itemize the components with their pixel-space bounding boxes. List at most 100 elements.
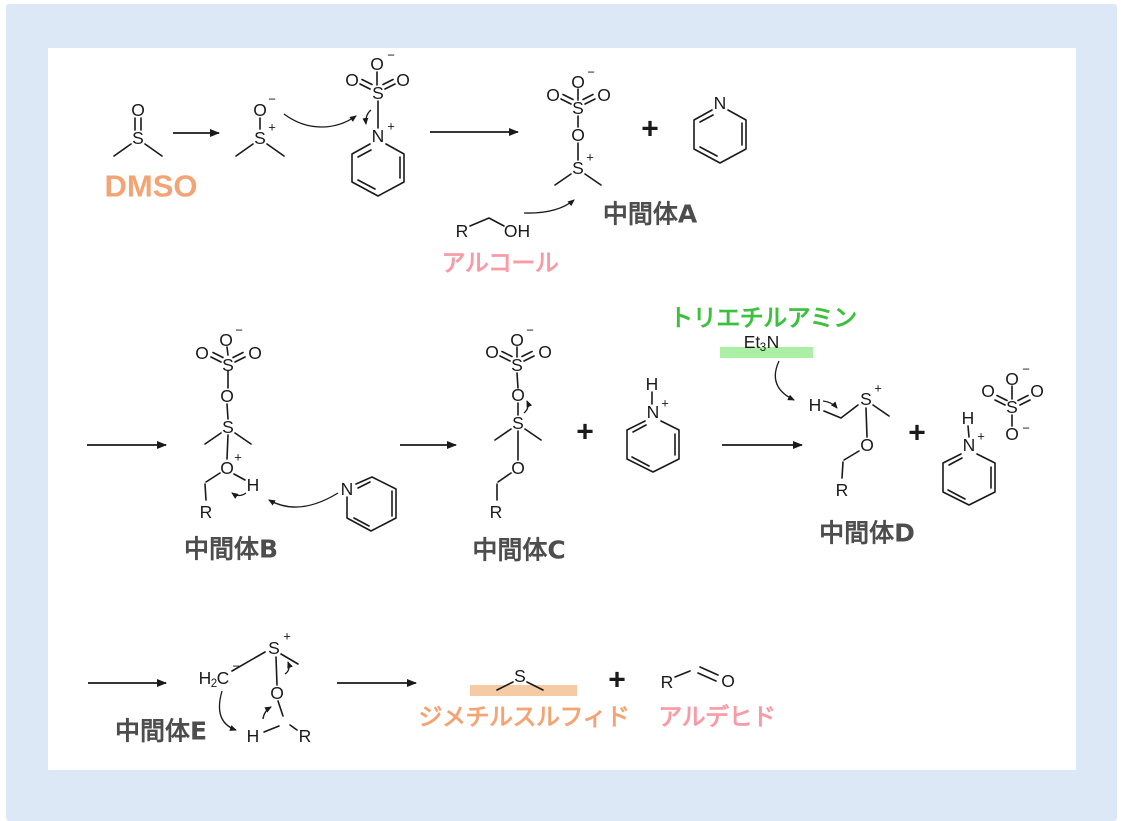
curved-arrow-alcohol-to-sulfonium: [523, 199, 575, 214]
bonds: [496, 472, 512, 501]
ring-double-bonds: [353, 481, 393, 527]
oxygen-atom: O: [220, 386, 234, 406]
bonds: [235, 117, 285, 157]
oxygen-atom: O: [131, 100, 145, 120]
triethylamine-reagent: トリエチルアミン Et 3 N: [669, 304, 857, 401]
so3-pyridine-complex: O − O O S N +: [345, 48, 410, 197]
intermediate-d-structure: H S + O R 中間体D: [809, 381, 915, 548]
bonds: [496, 681, 544, 691]
oxygen-atom: O: [510, 330, 524, 350]
h2c-c: C: [217, 668, 230, 688]
oxygen-atom: O: [546, 85, 560, 105]
pyridinium-structure: H N +: [626, 374, 680, 473]
ring-double-bonds: [699, 114, 743, 157]
curved-arrow-so-bond-breaking: [523, 400, 533, 414]
plus-sign: +: [908, 417, 926, 450]
bonds: [560, 88, 596, 128]
aldehyde-structure: R O アルデヒド: [658, 666, 776, 731]
bonds: [359, 71, 396, 129]
bonds: [823, 404, 890, 438]
bonds: [554, 142, 602, 186]
oxygen-atom: O: [219, 330, 233, 350]
et3n-formula-et: Et: [744, 332, 761, 352]
minus-charge: −: [1022, 362, 1030, 377]
sulfur-atom: S: [372, 83, 384, 103]
h2c-sub2: 2: [211, 678, 217, 690]
bonds: [494, 402, 542, 461]
dmso-label: DMSO: [105, 169, 198, 204]
intermediate-e-label: 中間体E: [115, 717, 207, 746]
sulfur-atom: S: [132, 128, 144, 148]
oxygen-atom: O: [195, 343, 209, 363]
sulfur-atom: S: [572, 98, 584, 118]
minus-charge: −: [587, 65, 595, 80]
pyridine-structure: N: [693, 93, 747, 164]
pyridine-ring: [351, 143, 405, 197]
sulfur-atom: S: [222, 355, 234, 375]
oxygen-atom: O: [538, 342, 552, 362]
oxygen-atom: O: [253, 100, 267, 120]
intermediate-c-label: 中間体C: [472, 536, 565, 565]
plus-charge: +: [387, 119, 395, 134]
sulfur-atom: S: [222, 417, 234, 437]
et3n-formula-n: N: [767, 332, 780, 352]
minus-charge: −: [526, 323, 534, 338]
curved-arrow-pyridine-to-proton: [268, 492, 339, 508]
r-group: R: [200, 502, 213, 522]
minus-charge: −: [1022, 421, 1030, 436]
intermediate-c-structure: O − O O S O S O R 中間体C: [472, 323, 565, 565]
oxygen-atom: O: [396, 70, 410, 90]
r-group: R: [490, 502, 503, 522]
oxygen-atom: O: [1005, 369, 1019, 389]
r-group: R: [299, 726, 312, 746]
nitrogen-atom: N: [714, 93, 727, 113]
curved-arrow-oxide-to-sulfur: [283, 113, 357, 128]
bonds: [841, 450, 860, 479]
minus-charge: −: [387, 48, 395, 63]
plus-sign: +: [641, 113, 659, 146]
bonds: [263, 700, 298, 733]
nitrogen-atom: N: [372, 126, 385, 146]
sulfur-atom: S: [511, 355, 523, 375]
hydrogen-atom: H: [247, 475, 260, 495]
dimethyl-sulfide-label: ジメチルスルフィド: [418, 703, 629, 731]
hydrogen-atom: H: [247, 726, 260, 746]
pyridine-ring: [693, 109, 747, 164]
sulfur-atom: S: [860, 389, 872, 409]
sulfur-atom: S: [572, 158, 584, 178]
intermediate-a-label: 中間体A: [603, 200, 698, 229]
oxygen-atom: O: [511, 458, 525, 478]
bonds: [210, 346, 246, 389]
curved-arrow-amine-to-proton: [774, 360, 795, 401]
oxygen-atom: O: [571, 125, 585, 145]
plus-charge: +: [977, 429, 985, 444]
intermediate-b-label: 中間体B: [184, 535, 278, 564]
plus-charge: +: [283, 629, 291, 644]
sulfur-atom: S: [514, 666, 526, 686]
plus-charge: +: [234, 450, 242, 465]
bonds: [469, 217, 505, 227]
et3n-formula-sub3: 3: [760, 342, 766, 354]
alcohol-label: アルコール: [442, 249, 559, 277]
sulfur-atom: S: [254, 128, 266, 148]
plus-sign: +: [608, 664, 626, 697]
hydrogen-atom: H: [809, 395, 822, 415]
bonds: [967, 425, 970, 438]
oxygen-atom: O: [1030, 381, 1044, 401]
intermediate-e-structure: H 2 C − S + O H R 中間体E: [115, 629, 311, 747]
bonds: [204, 403, 252, 460]
triethylamine-label: トリエチルアミン: [669, 304, 857, 332]
oxygen-atom: O: [345, 70, 359, 90]
nitrogen-atom: N: [341, 479, 354, 499]
pyridinium-structure: H N +: [942, 408, 996, 506]
minus-charge: −: [232, 659, 240, 674]
bonds: [499, 346, 535, 389]
plus-charge: +: [268, 120, 276, 135]
alcohol-structure: R OH アルコール: [442, 217, 559, 277]
oxygen-atom: O: [721, 671, 735, 691]
oxygen-atom: O: [485, 342, 499, 362]
oxygen-atom: O: [1005, 424, 1019, 444]
bonds: [994, 385, 1031, 427]
oxygen-atom: O: [370, 54, 384, 74]
